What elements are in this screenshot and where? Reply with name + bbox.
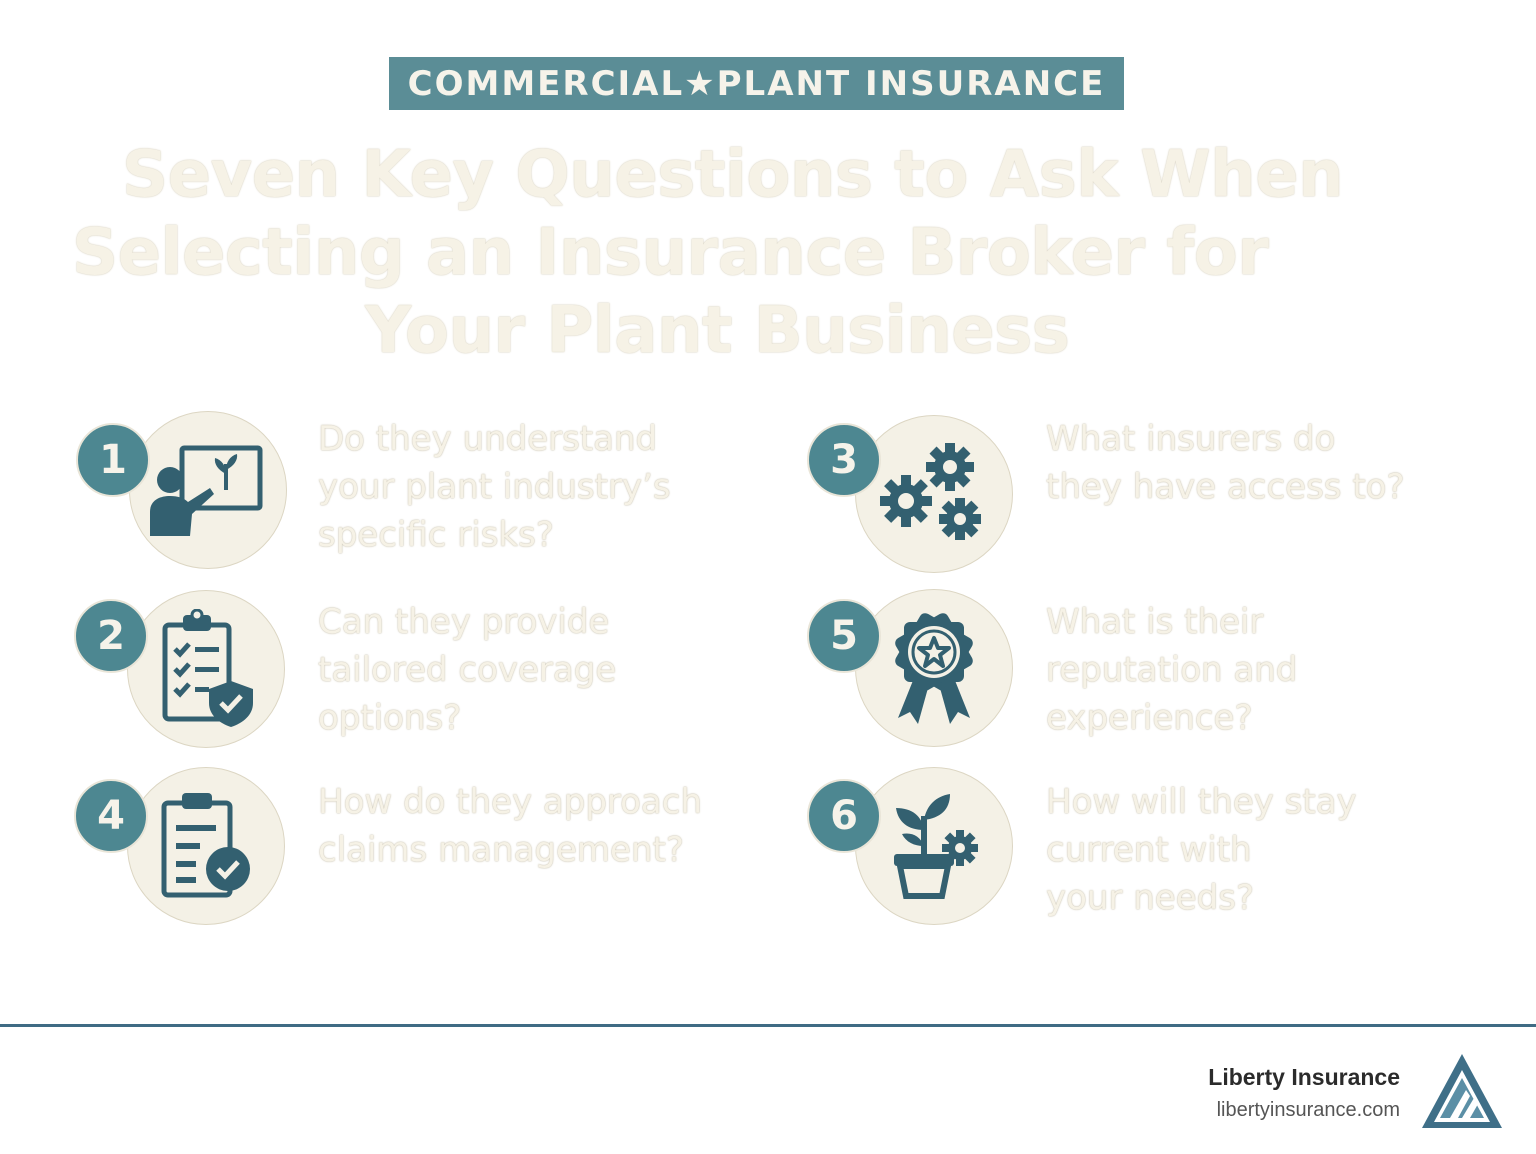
question-2-line-2: tailored coverage [318, 650, 617, 690]
question-6-line-2: current with [1046, 830, 1252, 870]
number-badge-6: 6 [807, 779, 881, 853]
award-ribbon-icon [895, 613, 973, 724]
question-4: How do they approach claims management? [318, 778, 738, 874]
page-title-line-1: Seven Key Questions to Ask When [122, 138, 1344, 212]
question-6-line-1: How will they stay [1046, 782, 1357, 822]
gears-icon [880, 443, 981, 540]
question-1-line-3: specific risks? [318, 515, 554, 555]
clipboard-check-icon [161, 793, 250, 898]
number-badge-4: 4 [74, 779, 148, 853]
question-6: How will they stay current with your nee… [1046, 778, 1466, 922]
number-badge-5: 5 [807, 599, 881, 673]
icon-circle-6 [855, 767, 1013, 925]
footer-divider [0, 1024, 1536, 1027]
brand-url[interactable]: libertyinsurance.com [1216, 1099, 1400, 1121]
icon-circle-2 [127, 590, 285, 748]
question-1-line-1: Do they understand [318, 419, 658, 459]
number-badge-3: 3 [807, 423, 881, 497]
question-1: Do they understand your plant industry’s… [318, 415, 738, 559]
question-4-line-2: claims management? [318, 830, 684, 870]
question-1-line-2: your plant industry’s [318, 467, 671, 507]
teacher-plant-board-icon [150, 445, 263, 536]
question-3: What insurers do they have access to? [1046, 415, 1466, 511]
icon-circle-4 [127, 767, 285, 925]
question-5-line-2: reputation and [1046, 650, 1298, 690]
brand-name: Liberty Insurance [1208, 1064, 1400, 1090]
triangle-logo-icon [1422, 1054, 1502, 1128]
question-5-line-3: experience? [1046, 698, 1253, 738]
question-6-line-3: your needs? [1046, 878, 1254, 918]
question-5: What is their reputation and experience? [1046, 598, 1466, 742]
potted-plant-gear-icon [894, 794, 978, 899]
checklist-shield-icon [162, 609, 253, 727]
icon-circle-3 [855, 415, 1013, 573]
category-banner: COMMERCIAL★PLANT INSURANCE [389, 57, 1124, 110]
number-badge-2: 2 [74, 599, 148, 673]
question-4-line-1: How do they approach [318, 782, 703, 822]
number-badge-1: 1 [76, 423, 150, 497]
question-2: Can they provide tailored coverage optio… [318, 598, 738, 742]
question-5-line-1: What is their [1046, 602, 1264, 642]
question-3-line-2: they have access to? [1046, 467, 1405, 507]
icon-circle-1 [129, 411, 287, 569]
question-2-line-1: Can they provide [318, 602, 610, 642]
question-3-line-1: What insurers do [1046, 419, 1336, 459]
page-title-line-3: Your Plant Business [365, 294, 1070, 368]
question-2-line-3: options? [318, 698, 462, 738]
page-title-line-2: Selecting an Insurance Broker for [72, 216, 1269, 290]
icon-circle-5 [855, 589, 1013, 747]
